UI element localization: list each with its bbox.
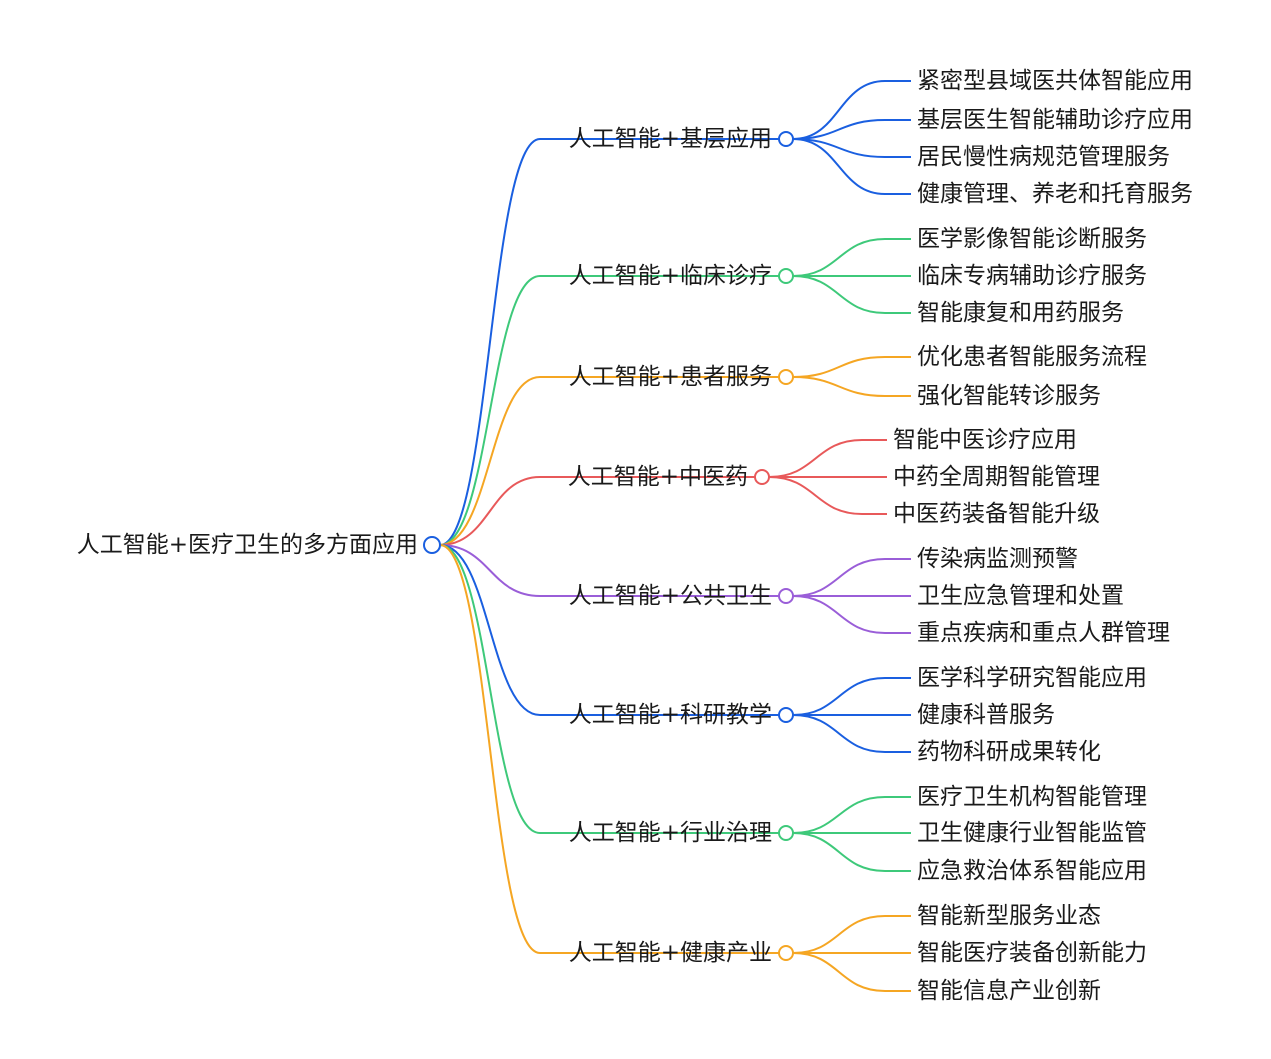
child-topic-label: 强化智能转诊服务 [917, 383, 1101, 409]
node-layer: 人工智能+医疗卫生的多方面应用 紧密型县域医共体智能应用基层医生智能辅助诊疗应用居… [77, 68, 1193, 1004]
branch-child-connector [792, 356, 886, 378]
branch-node-circle[interactable] [778, 588, 794, 604]
branch-node-circle[interactable] [778, 131, 794, 147]
branch-node-circle[interactable] [778, 707, 794, 723]
root-branch-connector [439, 275, 541, 546]
branch-topic-label: 人工智能+基层应用 [569, 126, 772, 152]
child-topic-label: 基层医生智能辅助诊疗应用 [917, 107, 1193, 133]
branch-child-connector [792, 275, 886, 314]
root-branch-connector [439, 476, 541, 546]
connector-layer [439, 80, 911, 992]
child-topic-label: 紧密型县域医共体智能应用 [917, 68, 1193, 94]
branch-node-circle[interactable] [778, 369, 794, 385]
child-topic-label: 传染病监测预警 [917, 546, 1078, 572]
child-topic-label: 健康科普服务 [917, 702, 1055, 728]
child-topic-label: 智能医疗装备创新能力 [917, 940, 1147, 966]
branch-node-circle[interactable] [754, 469, 770, 485]
branch-child-connector [792, 138, 886, 158]
child-topic-label: 卫生健康行业智能监管 [917, 820, 1147, 846]
branch-topic-label: 人工智能+中医药 [568, 464, 748, 490]
child-topic-label: 优化患者智能服务流程 [917, 344, 1147, 370]
root-branch-connector [439, 544, 541, 716]
branch-topic-label: 人工智能+公共卫生 [569, 583, 772, 609]
branch-child-connector [768, 439, 863, 478]
branch-child-connector [792, 915, 886, 954]
child-topic-label: 药物科研成果转化 [917, 739, 1101, 765]
root-branch-connector [439, 544, 541, 597]
child-topic-label: 临床专病辅助诊疗服务 [917, 263, 1147, 289]
branch-child-connector [792, 952, 886, 992]
branch-child-connector [792, 376, 886, 397]
child-topic-label: 智能新型服务业态 [917, 903, 1101, 929]
child-topic-label: 中医药装备智能升级 [893, 501, 1100, 527]
branch-node-circle[interactable] [778, 268, 794, 284]
root-branch-connector [439, 544, 541, 954]
branch-child-connector [792, 677, 886, 716]
branch-child-connector [792, 558, 886, 597]
child-topic-label: 医学影像智能诊断服务 [917, 226, 1147, 252]
branch-topic-label: 人工智能+科研教学 [569, 702, 772, 728]
branch-child-connector [792, 714, 886, 753]
child-topic-label: 重点疾病和重点人群管理 [917, 620, 1170, 646]
branch-topic-label: 人工智能+健康产业 [569, 940, 772, 966]
child-topic-label: 中药全周期智能管理 [893, 464, 1100, 490]
branch-child-connector [768, 476, 863, 515]
branch-topic-label: 人工智能+临床诊疗 [569, 263, 772, 289]
root-topic-label: 人工智能+医疗卫生的多方面应用 [77, 532, 418, 558]
branch-child-connector [792, 796, 886, 834]
child-topic-label: 智能中医诊疗应用 [893, 427, 1077, 453]
branch-child-connector [792, 238, 886, 277]
branch-topic-label: 人工智能+患者服务 [569, 364, 772, 390]
branch-child-connector [792, 80, 886, 140]
root-branch-connector [439, 544, 541, 834]
branch-child-connector [792, 832, 886, 872]
root-branch-connector [439, 138, 541, 546]
child-topic-label: 应急救治体系智能应用 [917, 858, 1147, 884]
branch-child-connector [792, 595, 886, 634]
branch-node-circle[interactable] [778, 825, 794, 841]
branch-topic-label: 人工智能+行业治理 [569, 820, 772, 846]
branch-child-connector [792, 119, 886, 140]
child-topic-label: 卫生应急管理和处置 [917, 583, 1124, 609]
child-topic-label: 健康管理、养老和托育服务 [917, 181, 1193, 207]
child-topic-label: 智能信息产业创新 [917, 978, 1101, 1004]
root-branch-connector [439, 376, 541, 546]
root-node-circle[interactable] [423, 536, 441, 554]
child-topic-label: 智能康复和用药服务 [917, 300, 1124, 326]
branch-node-circle[interactable] [778, 945, 794, 961]
child-topic-label: 医学科学研究智能应用 [917, 665, 1147, 691]
child-topic-label: 医疗卫生机构智能管理 [917, 784, 1147, 810]
child-topic-label: 居民慢性病规范管理服务 [917, 144, 1170, 170]
branch-child-connector [792, 138, 886, 195]
